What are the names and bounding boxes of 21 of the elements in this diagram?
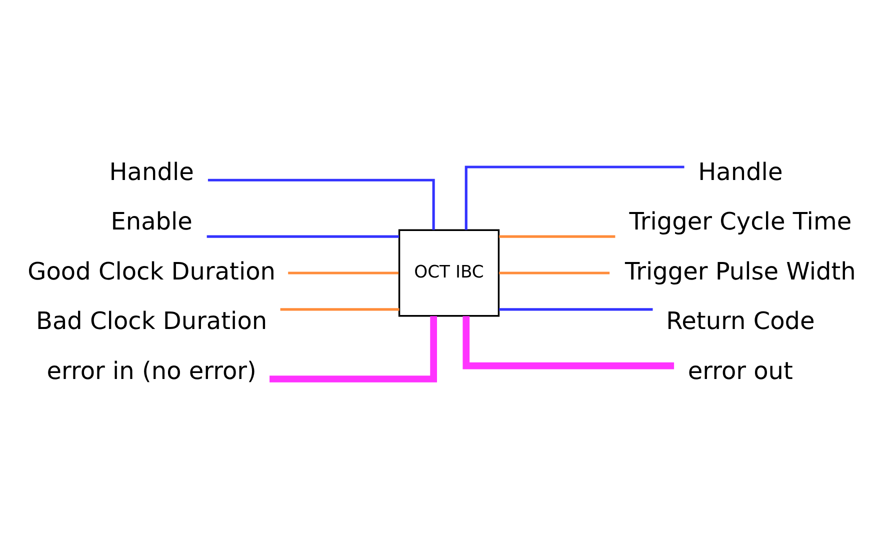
connector [499, 234, 616, 238]
connector [464, 165, 684, 230]
node-text: Trigger Pulse Width [624, 256, 856, 285]
connector [270, 316, 437, 382]
connector [206, 234, 399, 238]
connector [499, 271, 610, 274]
connector [288, 271, 399, 274]
node-text: error in (no error) [46, 356, 256, 384]
node-box: OCT IBC [398, 228, 500, 316]
node-text: Handle [109, 157, 194, 186]
node-text: Trigger Cycle Time [629, 207, 852, 236]
connector [462, 316, 674, 369]
node-text: error out [688, 356, 793, 384]
node-text: Return Code [666, 306, 815, 335]
connector [499, 308, 653, 310]
node-text: Good Clock Duration [28, 256, 276, 285]
node-text: Enable [110, 207, 192, 236]
connector [280, 308, 400, 310]
connector [208, 178, 435, 230]
node-text: Bad Clock Duration [36, 306, 268, 335]
node-text: Handle [698, 157, 783, 186]
